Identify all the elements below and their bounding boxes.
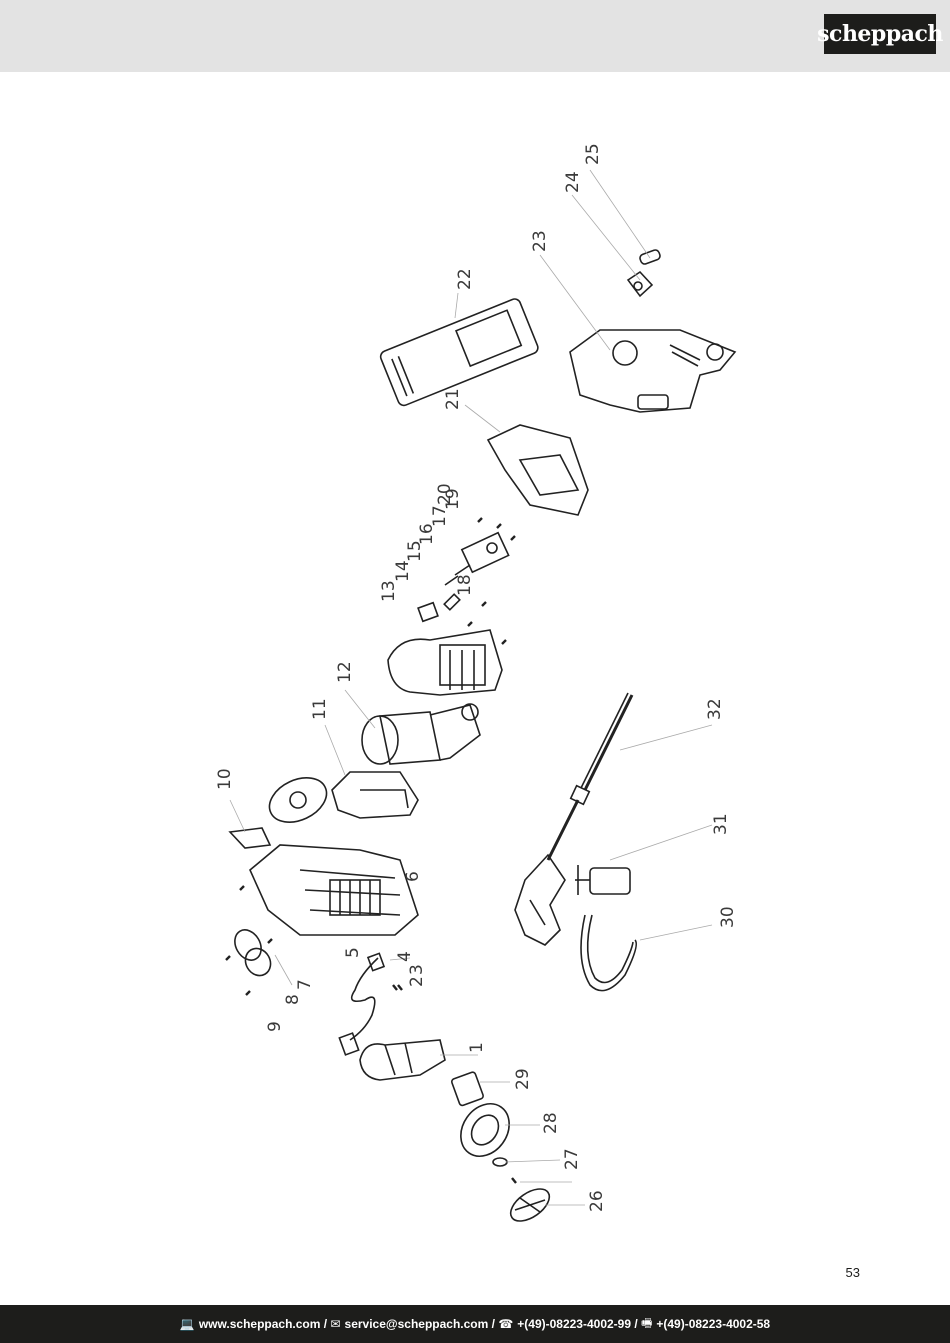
callout-26: 26 (587, 1190, 607, 1212)
part-21-front-cover (486, 424, 589, 516)
page-footer: 💻 www.scheppach.com / ✉ service@scheppac… (0, 1305, 950, 1343)
footer-separator: / (320, 1317, 331, 1331)
callout-32: 32 (705, 698, 725, 720)
callout-7: 7 (295, 979, 315, 990)
spray-gun (514, 853, 566, 946)
part-30-hose (580, 914, 638, 992)
part-19-20-switch-assembly (444, 531, 510, 586)
envelope-icon: ✉ (330, 1317, 341, 1331)
callout-30: 30 (718, 906, 738, 928)
callout-6: 6 (403, 871, 423, 882)
part-8-holder (234, 929, 272, 977)
part-11-lower-cover (331, 771, 419, 819)
computer-icon: 💻 (179, 1317, 195, 1331)
callout-29: 29 (513, 1068, 533, 1090)
part-29-connector (450, 1071, 484, 1107)
page-header: scheppach (0, 0, 950, 72)
callout-8: 8 (283, 994, 303, 1005)
callout-10: 10 (215, 768, 235, 790)
footer-fax: +(49)-08223-4002-58 (656, 1317, 771, 1331)
callout-12: 12 (335, 661, 355, 683)
part-1-handle (359, 1039, 446, 1081)
callout-21: 21 (443, 388, 463, 410)
callout-9: 9 (265, 1021, 285, 1032)
callout-20: 20 (435, 483, 455, 505)
callout-17: 17 (430, 505, 450, 527)
callout-18: 18 (455, 574, 475, 596)
fax-icon: 🖷 (641, 1315, 653, 1330)
callout-16: 16 (417, 523, 437, 545)
part-22-top-panel (379, 298, 539, 407)
part-23-rear-housing (569, 329, 737, 413)
callout-31: 31 (711, 813, 731, 835)
footer-separator: / (488, 1317, 499, 1331)
part-28-wheel (460, 1103, 510, 1157)
page-number: 53 (845, 1265, 860, 1280)
callout-3: 3 (407, 964, 427, 975)
exploded-view-drawing: 1 2 3 4 5 6 7 8 9 10 11 12 13 14 15 16 1… (215, 143, 738, 1222)
screws (225, 517, 517, 1184)
callout-2: 2 (407, 976, 427, 987)
callout-19: 19 (443, 488, 463, 510)
callout-28: 28 (541, 1112, 561, 1134)
callout-22: 22 (455, 268, 475, 290)
part-32-lance (546, 692, 634, 861)
callout-1: 1 (467, 1042, 487, 1053)
callout-15: 15 (405, 540, 425, 562)
footer-website-link[interactable]: www.scheppach.com (198, 1317, 321, 1331)
part-26-hubcap (509, 1188, 551, 1222)
callout-14: 14 (393, 560, 413, 582)
part-31-nozzle (575, 865, 631, 895)
callout-25: 25 (583, 143, 603, 165)
part-5-cable-plug (338, 952, 386, 1056)
footer-separator: / (631, 1317, 642, 1331)
callout-11: 11 (310, 698, 330, 720)
part-12-pump-motor (361, 703, 481, 765)
callout-23: 23 (530, 230, 550, 252)
part-25-clip (639, 249, 661, 265)
scheppach-logo: scheppach (817, 14, 943, 54)
part-6-main-frame (249, 844, 419, 936)
footer-phone: +(49)-08223-4002-99 (517, 1317, 632, 1331)
part-14-15-small-parts (417, 593, 461, 623)
callout-27: 27 (562, 1148, 582, 1170)
callout-4: 4 (395, 951, 415, 962)
part-10-fan (228, 777, 328, 849)
callout-5: 5 (343, 947, 363, 958)
callout-13: 13 (379, 580, 399, 602)
part-24-knob (626, 270, 654, 298)
footer-email-link[interactable]: service@scheppach.com (344, 1317, 489, 1331)
leader-lines (229, 169, 713, 1206)
callout-24: 24 (563, 171, 583, 193)
part-27-washer (492, 1157, 508, 1167)
part-13-motor-housing (387, 629, 503, 696)
telephone-icon: ☎ (498, 1317, 514, 1331)
